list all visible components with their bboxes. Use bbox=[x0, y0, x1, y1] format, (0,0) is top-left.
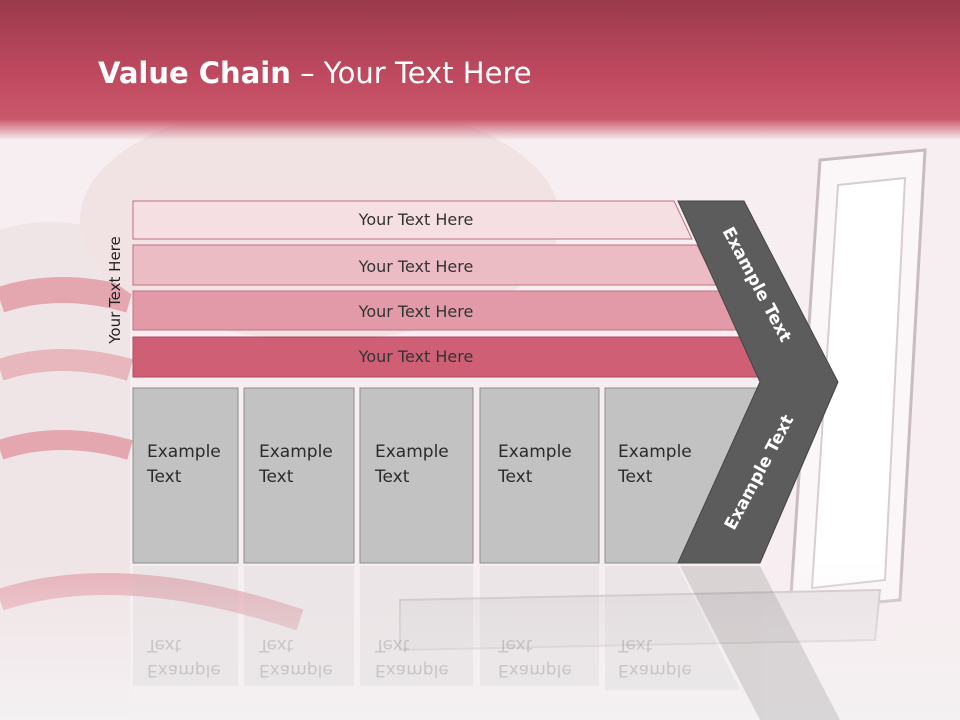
column-2-line2: Text bbox=[259, 467, 294, 487]
band-2-label: Your Text Here bbox=[358, 257, 474, 276]
column-2-reflection-line2: Text bbox=[259, 635, 294, 655]
column-2-reflection: Example Text bbox=[259, 632, 333, 682]
column-4 bbox=[479, 387, 600, 564]
column-2-reflection-line1: Example bbox=[259, 660, 333, 680]
column-2 bbox=[243, 387, 355, 564]
band-4-label: Your Text Here bbox=[358, 347, 474, 366]
column-3 bbox=[359, 387, 474, 564]
column-3-reflection-line2: Text bbox=[375, 635, 410, 655]
column-5-reflection-line1: Example bbox=[618, 660, 692, 680]
column-4-reflection: Example Text bbox=[498, 632, 572, 682]
column-3-reflection: Example Text bbox=[375, 632, 449, 682]
column-5-line1: Example bbox=[618, 442, 692, 462]
header-bar bbox=[0, 0, 960, 140]
column-1-line1: Example bbox=[147, 442, 221, 462]
column-1-reflection: Example Text bbox=[147, 632, 221, 682]
title-bold: Value Chain bbox=[98, 56, 291, 90]
column-4-line2: Text bbox=[498, 467, 533, 487]
column-1 bbox=[132, 387, 239, 564]
title-rest: – Your Text Here bbox=[290, 56, 532, 90]
column-4-reflection-line2: Text bbox=[498, 635, 533, 655]
column-5-reflection-line2: Text bbox=[618, 635, 653, 655]
column-1-reflection-line2: Text bbox=[147, 635, 182, 655]
band-1 bbox=[132, 200, 693, 240]
column-2-line1: Example bbox=[259, 442, 333, 462]
column-4-reflection-line1: Example bbox=[498, 660, 572, 680]
chevron-shape bbox=[677, 200, 839, 564]
column-5-line2: Text bbox=[618, 467, 653, 487]
column-3-line2: Text bbox=[375, 467, 410, 487]
band-1-label: Your Text Here bbox=[358, 210, 474, 229]
column-5-reflection: Example Text bbox=[618, 632, 692, 682]
column-3-reflection-line1: Example bbox=[375, 660, 449, 680]
band-3-label: Your Text Here bbox=[358, 302, 474, 321]
column-3-line1: Example bbox=[375, 442, 449, 462]
column-1-line2: Text bbox=[147, 467, 182, 487]
column-4-line1: Example bbox=[498, 442, 572, 462]
column-1-reflection-line1: Example bbox=[147, 660, 221, 680]
page-title: Value Chain – Your Text Here bbox=[98, 56, 532, 90]
